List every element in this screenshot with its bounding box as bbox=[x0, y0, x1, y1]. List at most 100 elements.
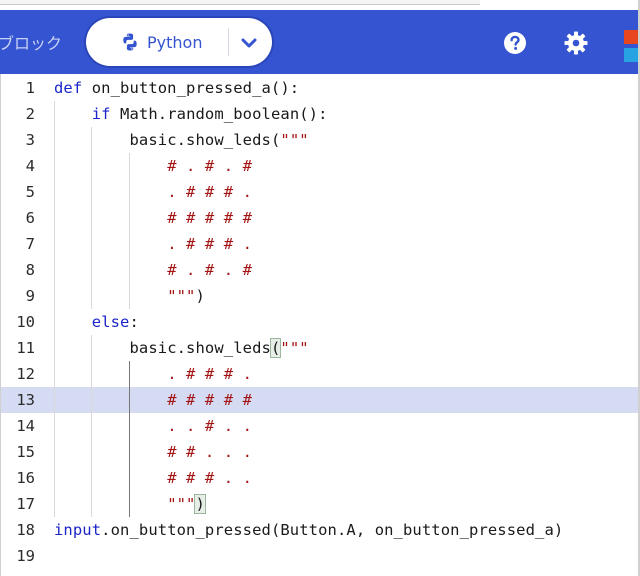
code-token: basic.show_leds bbox=[129, 339, 271, 357]
string-token: """ bbox=[280, 339, 309, 357]
editor-toolbar: ブロック Python bbox=[0, 10, 640, 74]
code-text: . # # # . bbox=[54, 231, 252, 257]
keyword-token: def bbox=[54, 79, 83, 97]
string-token: # . # . # bbox=[167, 261, 253, 279]
code-line[interactable]: 10 else: bbox=[1, 309, 639, 335]
indent-guide bbox=[128, 153, 130, 309]
python-label: Python bbox=[147, 32, 203, 52]
code-line[interactable]: 5 . # # # . bbox=[1, 179, 639, 205]
code-line[interactable]: 18 input.on_button_pressed(Button.A, on_b… bbox=[1, 517, 639, 543]
string-token: . # # # . bbox=[167, 183, 253, 201]
code-line[interactable]: 13 # # # # # bbox=[1, 387, 639, 413]
chevron-down-icon[interactable] bbox=[238, 32, 260, 54]
line-number: 1 bbox=[25, 79, 35, 97]
line-number: 2 bbox=[25, 105, 35, 123]
line-number: 4 bbox=[25, 157, 35, 175]
code-line[interactable]: 11 basic.show_leds(""" bbox=[1, 335, 639, 361]
python-icon bbox=[123, 33, 137, 51]
blocks-tab[interactable]: ブロック bbox=[0, 10, 100, 74]
window-top-strip bbox=[0, 0, 640, 10]
line-number: 12 bbox=[16, 365, 35, 383]
string-token: . # # # . bbox=[167, 365, 253, 383]
code-text: # . # . # bbox=[54, 153, 252, 179]
code-text: input.on_button_pressed(Button.A, on_but… bbox=[54, 517, 563, 543]
code-token: ) bbox=[194, 494, 206, 514]
code-text: """) bbox=[54, 491, 206, 517]
line-number: 9 bbox=[25, 287, 35, 305]
line-number: 18 bbox=[16, 521, 35, 539]
string-token: . . # . . bbox=[167, 417, 253, 435]
line-number: 3 bbox=[25, 131, 35, 149]
string-token: # # # # # bbox=[167, 209, 253, 227]
code-token: basic.show_leds( bbox=[129, 131, 281, 149]
code-text: # # # . . bbox=[54, 465, 252, 491]
string-token: """ bbox=[167, 495, 196, 513]
python-button[interactable]: Python bbox=[86, 18, 226, 66]
code-line[interactable]: 17 """) bbox=[1, 491, 639, 517]
code-text: basic.show_leds(""" bbox=[54, 335, 309, 361]
scrollbar-edge bbox=[0, 0, 480, 5]
code-line[interactable]: 1 def on_button_pressed_a(): bbox=[1, 75, 639, 101]
string-token: . # # # . bbox=[167, 235, 253, 253]
code-text: . . # . . bbox=[54, 413, 252, 439]
code-line[interactable]: 9 """) bbox=[1, 283, 639, 309]
keyword-token: else bbox=[91, 313, 130, 331]
code-line[interactable]: 12 . # # # . bbox=[1, 361, 639, 387]
code-text: # # # # # bbox=[54, 205, 252, 231]
line-number: 13 bbox=[16, 391, 35, 409]
code-line[interactable]: 14 . . # . . bbox=[1, 413, 639, 439]
code-token: : bbox=[129, 313, 139, 331]
code-line[interactable]: 16 # # # . . bbox=[1, 465, 639, 491]
line-number: 10 bbox=[16, 313, 35, 331]
code-token: on_button_pressed_a(): bbox=[82, 79, 300, 97]
blocks-tab-label: ブロック bbox=[0, 34, 63, 53]
code-text: else: bbox=[54, 309, 139, 335]
string-token: # . # . # bbox=[167, 157, 253, 175]
line-number: 8 bbox=[25, 261, 35, 279]
gear-icon[interactable] bbox=[563, 30, 589, 56]
string-token: # # # . . bbox=[167, 469, 253, 487]
line-number: 16 bbox=[16, 469, 35, 487]
code-line[interactable]: 3 basic.show_leds(""" bbox=[1, 127, 639, 153]
code-line[interactable]: 2 if Math.random_boolean(): bbox=[1, 101, 639, 127]
code-line[interactable]: 4 # . # . # bbox=[1, 153, 639, 179]
indent-guide bbox=[54, 101, 55, 517]
line-number: 14 bbox=[16, 417, 35, 435]
string-token: # # . . . bbox=[167, 443, 253, 461]
keyword-token: input bbox=[54, 521, 102, 539]
indent-guide bbox=[128, 361, 130, 517]
code-text: if Math.random_boolean(): bbox=[54, 101, 328, 127]
keyword-token: if bbox=[91, 105, 111, 123]
code-line[interactable]: 19 bbox=[1, 543, 639, 569]
code-token: ) bbox=[195, 287, 205, 305]
string-token: """ bbox=[167, 287, 196, 305]
help-icon[interactable] bbox=[503, 31, 527, 55]
code-text: # . # . # bbox=[54, 257, 252, 283]
code-text: # # . . . bbox=[54, 439, 252, 465]
code-text: . # # # . bbox=[54, 361, 252, 387]
line-number: 5 bbox=[25, 183, 35, 201]
code-line[interactable]: 6 # # # # # bbox=[1, 205, 639, 231]
code-line[interactable]: 7 . # # # . bbox=[1, 231, 639, 257]
string-token: # # # # # bbox=[167, 391, 253, 409]
code-token: ( bbox=[269, 338, 282, 358]
line-number: 15 bbox=[16, 443, 35, 461]
string-token: """ bbox=[280, 131, 309, 149]
indent-guide bbox=[91, 335, 93, 517]
line-number: 19 bbox=[16, 547, 35, 565]
toggle-divider bbox=[228, 28, 229, 56]
indent-guide bbox=[91, 127, 93, 309]
code-line[interactable]: 8 # . # . # bbox=[1, 257, 639, 283]
code-editor[interactable]: 1 def on_button_pressed_a(): 2 if Math.ran… bbox=[0, 74, 640, 576]
code-line[interactable]: 15 # # . . . bbox=[1, 439, 639, 465]
makecode-logo-icon[interactable] bbox=[624, 30, 640, 66]
code-token: Math.random_boolean(): bbox=[110, 105, 328, 123]
line-number: 7 bbox=[25, 235, 35, 253]
line-number: 17 bbox=[16, 495, 35, 513]
editor-right-border bbox=[638, 0, 640, 576]
code-text: # # # # # bbox=[54, 387, 252, 413]
code-text: basic.show_leds(""" bbox=[54, 127, 309, 153]
code-text: . # # # . bbox=[54, 179, 252, 205]
code-text: """) bbox=[54, 283, 205, 309]
line-number: 6 bbox=[25, 209, 35, 227]
